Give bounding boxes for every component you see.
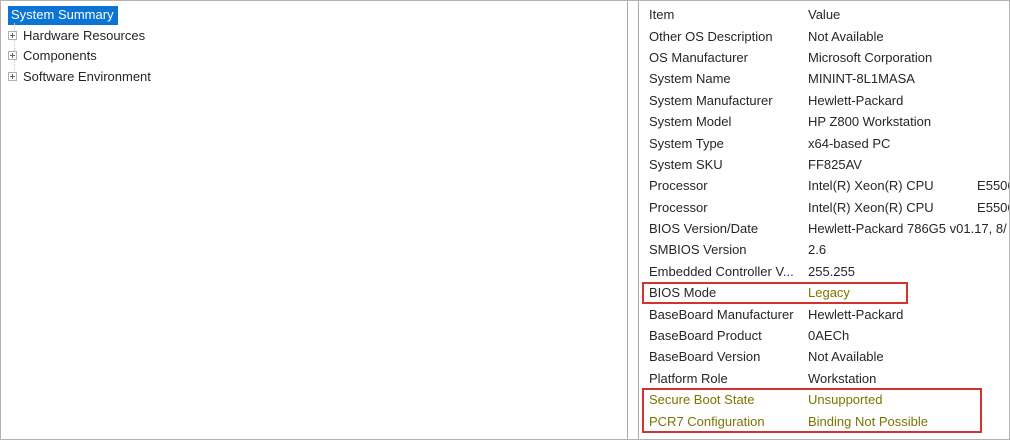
table-row[interactable]: System Manufacturer Hewlett-Packard (649, 90, 1009, 111)
value-cell: MININT-8L1MASA (808, 71, 915, 87)
item-cell: BaseBoard Version (649, 349, 761, 365)
value-cell: Not Available (808, 28, 884, 44)
tree-item-label[interactable]: Hardware Resources (23, 27, 146, 43)
item-cell: System Manufacturer (649, 92, 773, 108)
item-cell: BIOS Mode (649, 285, 717, 301)
item-cell: System Model (649, 114, 732, 130)
table-row[interactable]: OS Manufacturer Microsoft Corporation (649, 47, 1009, 68)
tree-item-system-summary-label[interactable]: System Summary (8, 5, 118, 25)
item-cell: BaseBoard Manufacturer (649, 306, 794, 322)
value-cell: Microsoft Corporation (808, 49, 933, 65)
value-cell: Not Available (808, 349, 884, 365)
column-header-item[interactable]: Item (649, 7, 675, 23)
value-cell: Legacy (808, 285, 850, 301)
table-row[interactable]: Other OS Description Not Available (649, 25, 1009, 46)
tree-item-components[interactable]: Components (8, 46, 627, 67)
item-cell: Embedded Controller V... (649, 263, 794, 279)
table-row[interactable]: BIOS Version/Date Hewlett-Packard 786G5 … (649, 218, 1009, 239)
value-cell: Workstation (808, 370, 877, 386)
value-cell: x64-based PC (808, 135, 891, 151)
plus-expand-icon[interactable] (8, 71, 17, 81)
item-cell: System Type (649, 135, 724, 151)
table-row[interactable]: Processor Intel(R) Xeon(R) CPU E5506 (649, 175, 1009, 196)
table-row[interactable]: Processor Intel(R) Xeon(R) CPU E5506 (649, 197, 1009, 218)
table-row[interactable]: System SKU FF825AV (649, 154, 1009, 175)
tree-item-label[interactable]: Software Environment (23, 68, 151, 84)
value-cell: Binding Not Possible (808, 413, 928, 429)
plus-expand-icon[interactable] (8, 51, 17, 61)
value-cell: Hewlett-Packard (808, 92, 904, 108)
item-cell: Processor (649, 199, 708, 215)
value-cell: FF825AV (808, 156, 862, 172)
table-row[interactable]: BaseBoard Manufacturer Hewlett-Packard (649, 303, 1009, 324)
table-row[interactable]: Embedded Controller V... 255.255 (649, 261, 1009, 282)
item-cell: PCR7 Configuration (649, 413, 765, 429)
tree-item-label[interactable]: Components (23, 48, 97, 64)
table-row-secure-boot-state[interactable]: Secure Boot State Unsupported (649, 389, 1009, 410)
plus-expand-icon[interactable] (8, 30, 17, 40)
table-row[interactable]: BaseBoard Product 0AECh (649, 325, 1009, 346)
item-cell: Secure Boot State (649, 392, 755, 408)
table-row[interactable]: System Name MININT-8L1MASA (649, 68, 1009, 89)
item-cell: BaseBoard Product (649, 328, 762, 344)
category-tree-pane: System Summary Hardware Resources Compon… (1, 1, 628, 439)
item-cell: Processor (649, 178, 708, 194)
item-cell: Platform Role (649, 370, 728, 386)
column-header-row: Item Value (649, 4, 1009, 25)
value-cell: Hewlett-Packard 786G5 v01.17, 8/ (808, 221, 1007, 237)
column-header-value[interactable]: Value (808, 7, 841, 23)
value-cell: 2.6 (808, 242, 827, 258)
item-cell: System Name (649, 71, 731, 87)
value-cell: Hewlett-Packard (808, 306, 904, 322)
table-row-pcr7-configuration[interactable]: PCR7 Configuration Binding Not Possible (649, 410, 1009, 431)
value-cell: Intel(R) Xeon(R) CPU E5506 (808, 199, 1009, 215)
item-cell: BIOS Version/Date (649, 221, 759, 237)
table-row[interactable]: System Type x64-based PC (649, 132, 1009, 153)
value-cell: 255.255 (808, 263, 855, 279)
table-row[interactable]: SMBIOS Version 2.6 (649, 239, 1009, 260)
value-cell: HP Z800 Workstation (808, 114, 932, 130)
table-row[interactable]: BaseBoard Version Not Available (649, 346, 1009, 367)
value-cell: Unsupported (808, 392, 883, 408)
value-cell: Intel(R) Xeon(R) CPU E5506 (808, 178, 1009, 194)
item-cell: Other OS Description (649, 28, 773, 44)
tree-connector-line (14, 23, 15, 79)
tree-item-system-summary[interactable]: System Summary (8, 5, 627, 25)
tree-item-hardware-resources[interactable]: Hardware Resources (8, 25, 627, 46)
table-row[interactable]: Platform Role Workstation (649, 368, 1009, 389)
detail-list-pane: Item Value Other OS Description Not Avai… (638, 1, 1009, 439)
item-cell: OS Manufacturer (649, 49, 748, 65)
value-cell: 0AECh (808, 328, 850, 344)
item-cell: System SKU (649, 156, 723, 172)
table-row-bios-mode[interactable]: BIOS Mode Legacy (649, 282, 1009, 303)
tree-item-software-environment[interactable]: Software Environment (8, 66, 627, 87)
table-row[interactable]: System Model HP Z800 Workstation (649, 111, 1009, 132)
item-cell: SMBIOS Version (649, 242, 747, 258)
